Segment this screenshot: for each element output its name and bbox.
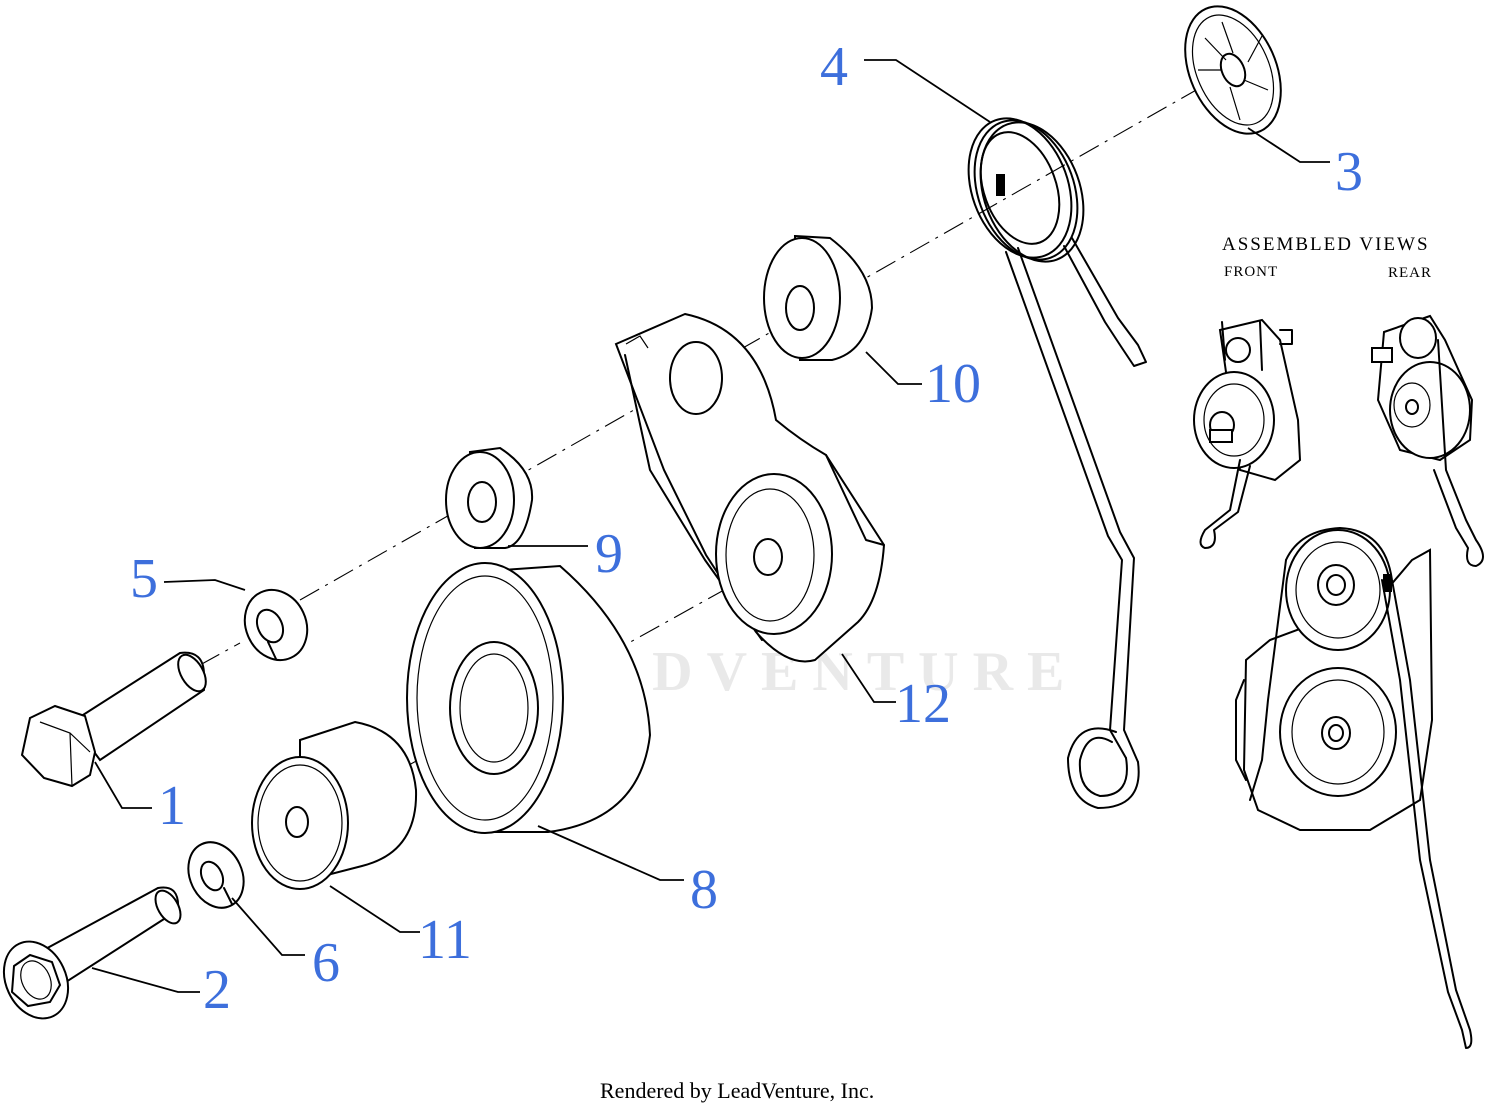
rear-view-label: REAR xyxy=(1388,265,1432,281)
callout-5: 5 xyxy=(130,548,158,610)
rear-assembled-view xyxy=(1371,314,1484,567)
callout-1: 1 xyxy=(158,775,186,837)
front-assembled-view xyxy=(1193,318,1302,549)
part-lock-washer xyxy=(243,588,309,662)
front-view-label: FRONT xyxy=(1224,264,1278,280)
part-idler-pulley xyxy=(406,562,652,834)
footer-credit: Rendered by LeadVenture, Inc. xyxy=(600,1078,874,1103)
callout-8: 8 xyxy=(690,859,718,921)
callout-11: 11 xyxy=(418,909,472,971)
part-lock-washer-small xyxy=(187,841,245,909)
part-spacer-washer xyxy=(445,446,534,549)
part-spacer-bushing xyxy=(763,234,874,361)
large-assembled-view xyxy=(1235,527,1473,1049)
leader-lines xyxy=(91,59,1330,993)
part-push-nut xyxy=(1184,5,1282,135)
callout-4: 4 xyxy=(820,36,848,98)
callout-12: 12 xyxy=(895,673,951,735)
part-flange-bolt xyxy=(2,886,182,1020)
part-hex-bolt xyxy=(20,651,207,788)
part-idler-arm xyxy=(614,312,886,663)
callout-3: 3 xyxy=(1335,141,1363,203)
callout-10: 10 xyxy=(925,353,981,415)
part-torsion-spring xyxy=(967,117,1147,809)
part-idler-hub xyxy=(251,720,418,890)
callout-6: 6 xyxy=(312,932,340,994)
assembled-views-title: ASSEMBLED VIEWS xyxy=(1222,234,1430,255)
callout-numbers: 1 2 3 4 5 6 8 9 10 11 12 xyxy=(130,36,1363,1021)
assembled-views: ASSEMBLED VIEWS FRONT REAR xyxy=(1193,234,1484,1049)
callout-9: 9 xyxy=(595,523,623,585)
callout-2: 2 xyxy=(203,959,231,1021)
